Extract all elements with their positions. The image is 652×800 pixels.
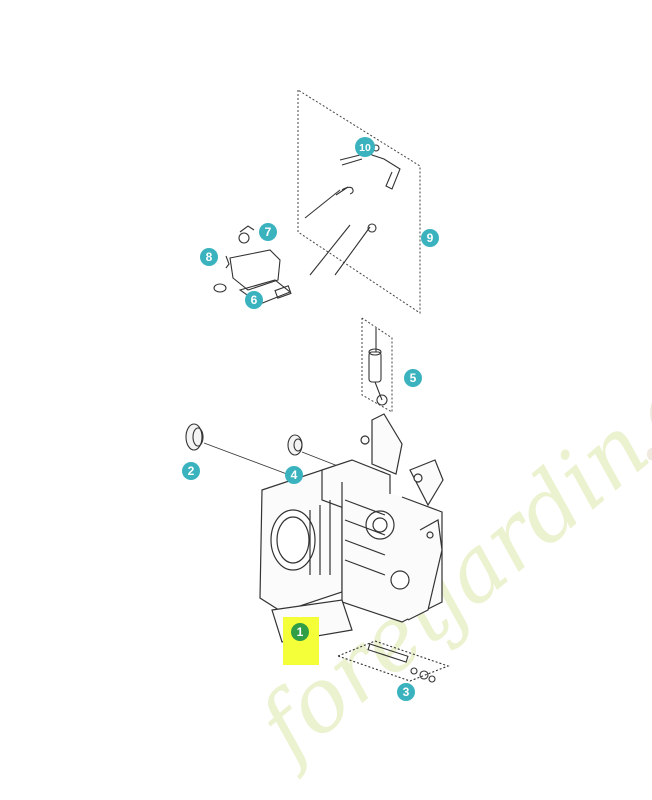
callout-10-label: 10 [359,142,371,154]
crankcase-part [259,413,444,643]
callout-7[interactable]: 7 [259,223,277,241]
control-bracket-part [213,225,292,305]
callout-3[interactable]: 3 [397,683,415,701]
callout-2-label: 2 [188,464,195,478]
callout-5[interactable]: 5 [404,369,422,387]
callout-6-label: 6 [251,293,258,307]
callout-7-badge [259,223,277,241]
callout-9[interactable]: 9 [421,229,439,247]
callout-1[interactable]: 1 [283,617,319,665]
callout-10-badge [355,137,375,157]
callout-8[interactable]: 8 [200,248,218,266]
callout-8-badge [200,248,218,266]
seal-part [185,423,204,451]
callout-9-badge [421,229,439,247]
governor-shaft-part [337,640,450,683]
callouts: 1 2 3 4 5 6 7 [182,137,439,701]
linkage-parts [304,144,401,276]
callout-8-label: 8 [206,250,213,264]
callout-5-label: 5 [410,371,417,385]
oil-seal-part [287,434,303,456]
callout-2-badge [182,462,200,480]
callout-4-badge [285,466,303,484]
callout-3-label: 3 [403,685,410,699]
callout-4[interactable]: 4 [285,466,303,484]
callout-1-badge [291,623,309,641]
callout-6-badge [245,291,263,309]
callout-9-label: 9 [427,231,434,245]
callout-5-badge [404,369,422,387]
callout-10[interactable]: 10 [355,137,375,157]
callout-7-label: 7 [265,225,272,239]
callout-2[interactable]: 2 [182,462,200,480]
linkage-group-box [297,89,421,413]
callout-6[interactable]: 6 [245,291,263,309]
callout-1-label: 1 [297,625,304,639]
callout-4-label: 4 [291,468,298,482]
callout-3-badge [397,683,415,701]
governor-arm-part [368,328,388,406]
